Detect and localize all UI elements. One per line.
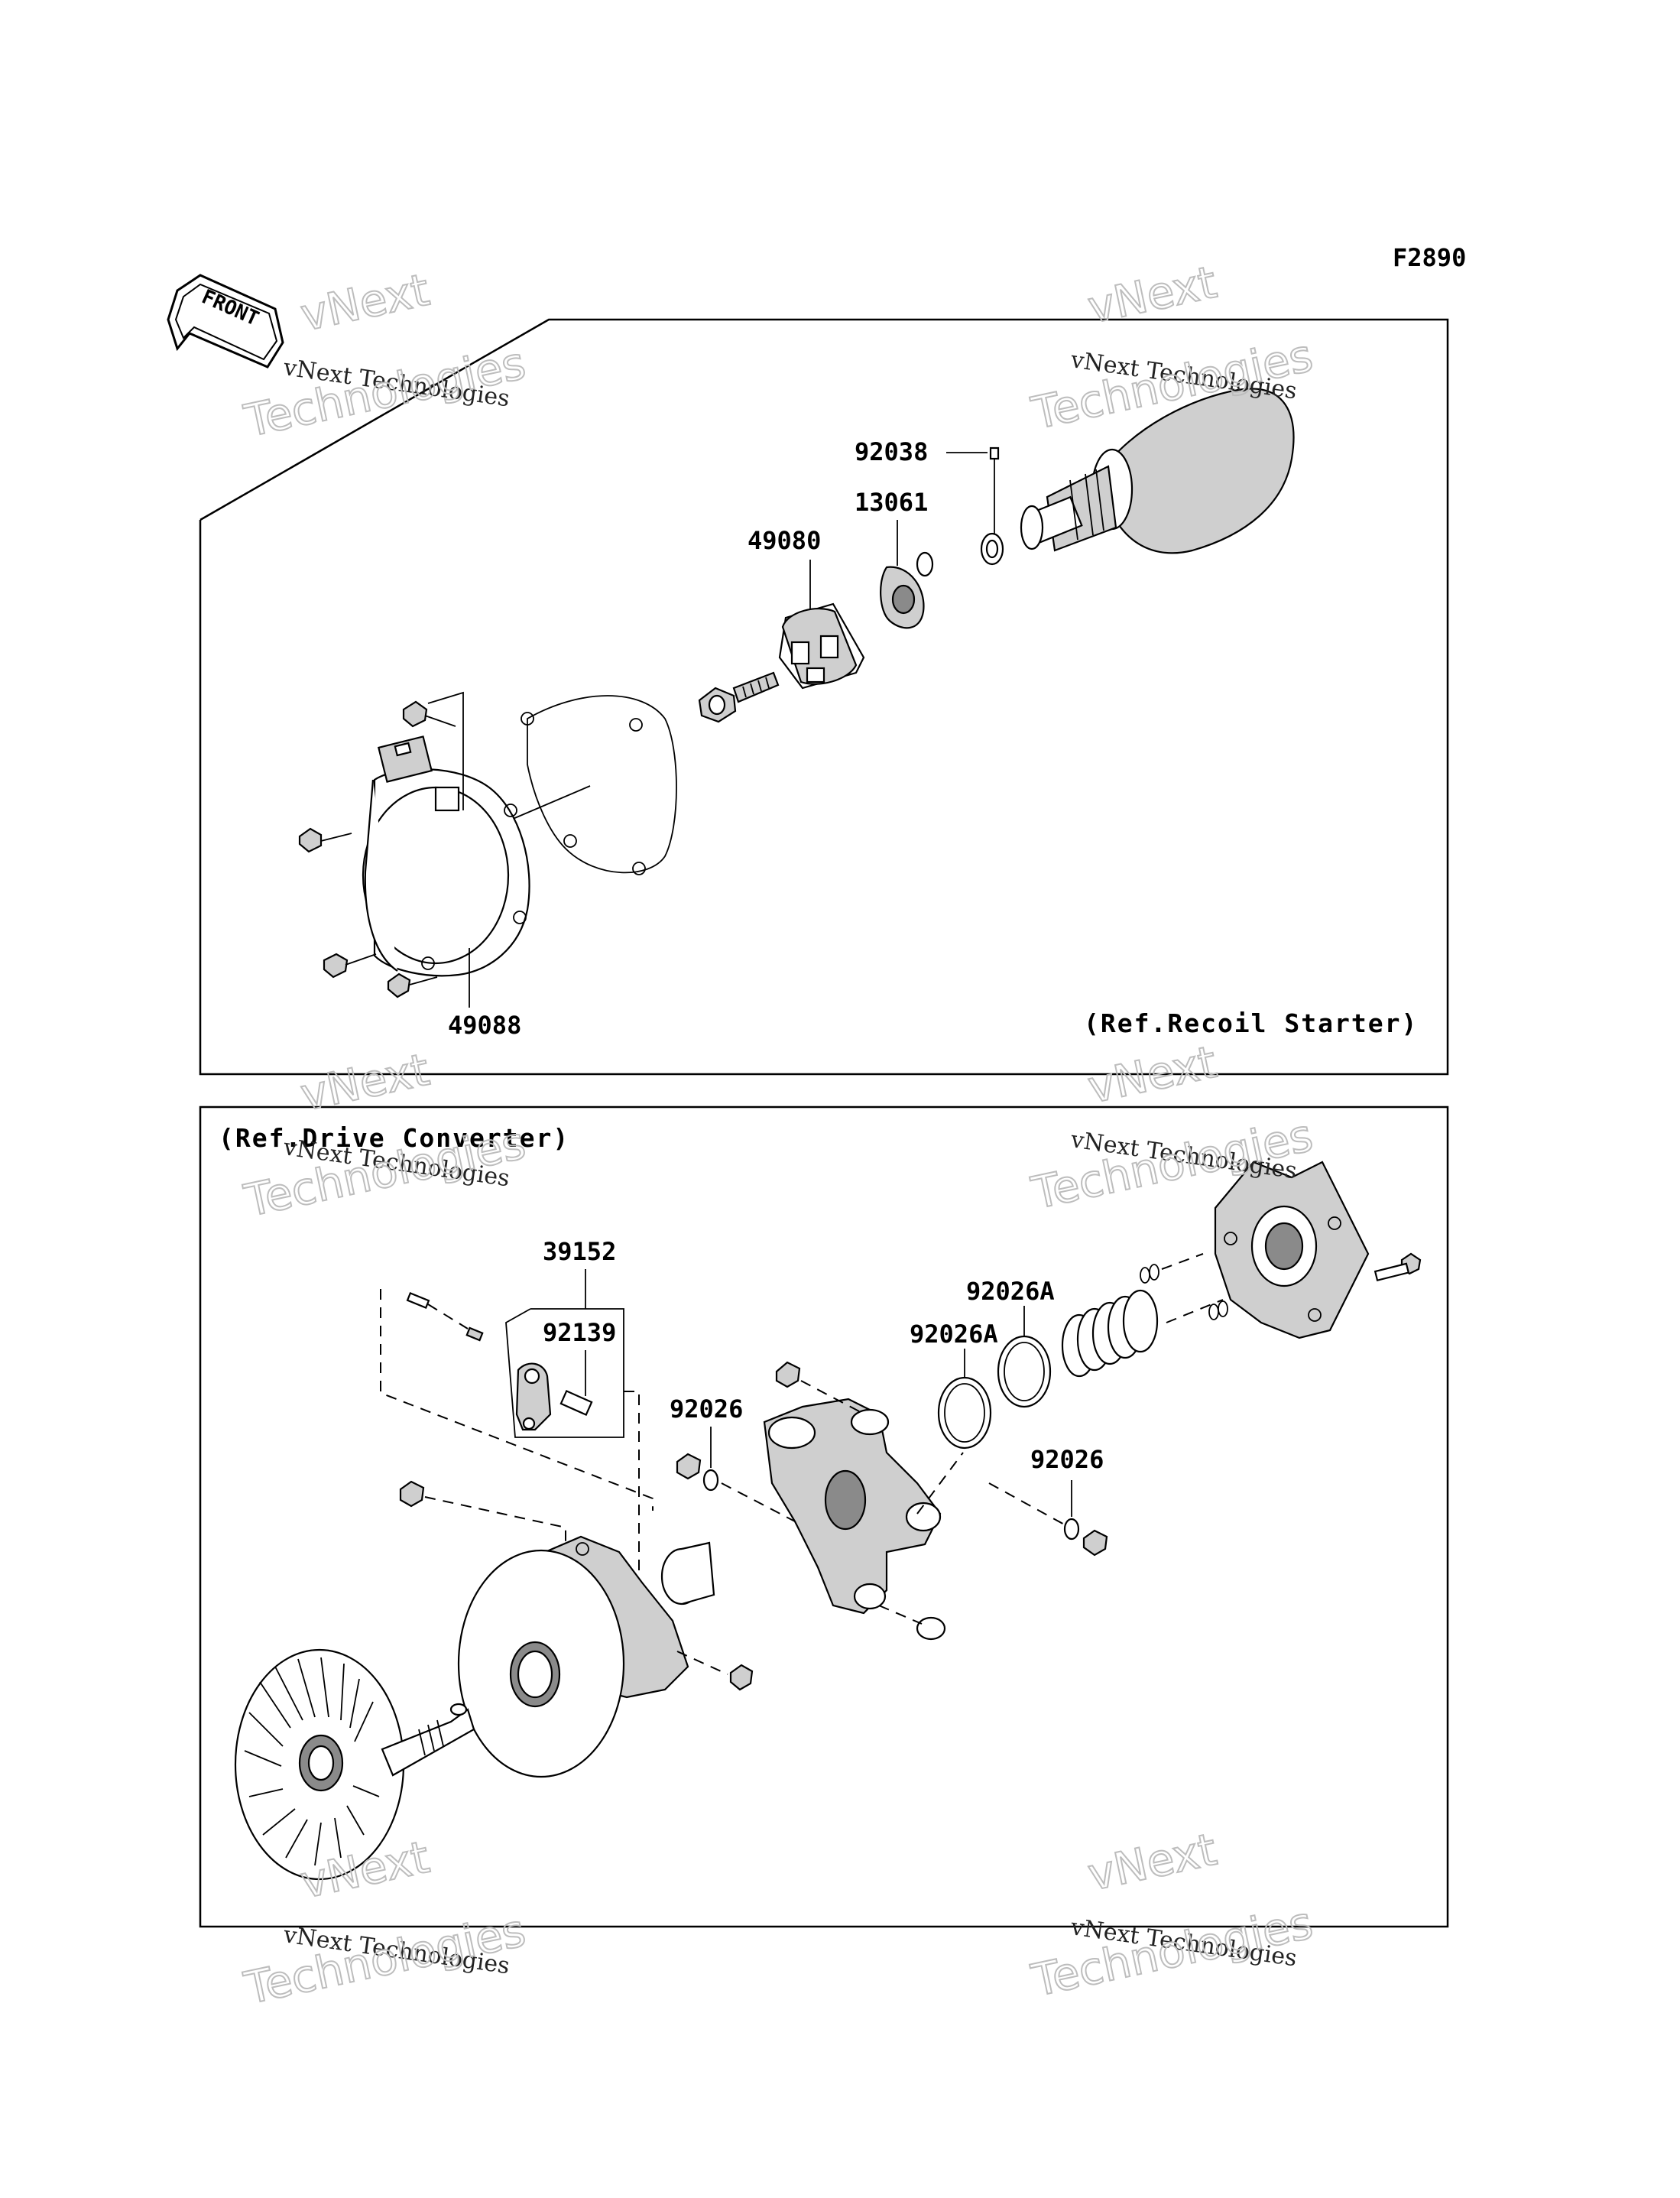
plate-13061-icon — [880, 566, 925, 629]
svg-text:Technologies: Technologies — [1027, 1897, 1318, 2007]
nut-icon — [729, 1664, 754, 1691]
washer-92026-right-icon — [1063, 1518, 1080, 1541]
spider-cover-icon — [1214, 1161, 1370, 1339]
shim-92026a-left-icon — [937, 1376, 992, 1450]
washer-92026-left-icon — [702, 1469, 719, 1492]
pulley-49080-icon — [778, 602, 865, 690]
cap-icon — [916, 1616, 946, 1641]
svg-text:vNext: vNext — [1084, 1036, 1221, 1114]
bolt-icon — [1374, 1252, 1422, 1281]
recoil-starter-49088-icon — [362, 735, 530, 977]
crankshaft-icon — [1020, 388, 1295, 554]
label-92026-left: 92026 — [670, 1394, 743, 1424]
nut-icon — [775, 1361, 801, 1388]
bolt-icon — [402, 700, 456, 728]
svg-text:Technologies: Technologies — [240, 1904, 530, 2015]
washer-icon — [916, 551, 934, 577]
pin-92038-icon — [989, 446, 1000, 460]
figure-code: F2890 — [1393, 243, 1466, 272]
bottom-panel: (Ref.Drive Converter) — [199, 1105, 1449, 1928]
label-92139: 92139 — [543, 1318, 616, 1347]
front-arrow-icon: FRONT — [167, 274, 284, 368]
svg-text:vNext: vNext — [1084, 256, 1221, 334]
top-panel-frame — [199, 318, 1449, 1076]
pin-icon — [406, 1292, 484, 1342]
weight-arm-92139-icon — [515, 1362, 593, 1431]
label-13061: 13061 — [855, 488, 928, 517]
bottom-panel-reference: (Ref.Drive Converter) — [219, 1123, 569, 1153]
svg-text:vNext: vNext — [297, 1044, 434, 1122]
bolt-icon — [298, 827, 352, 853]
fixed-sheave-icon — [234, 1648, 475, 1881]
label-92026-right: 92026 — [1030, 1445, 1104, 1474]
bolt-nut-icon — [698, 671, 780, 723]
bolt-icon — [387, 972, 438, 998]
label-39152: 39152 — [543, 1237, 616, 1266]
bushing-icon — [660, 1541, 715, 1605]
gasket-icon — [527, 695, 677, 874]
nut-icon — [399, 1480, 425, 1508]
top-panel-reference: (Ref.Recoil Starter) — [1084, 1008, 1418, 1038]
svg-text:vNext: vNext — [1084, 1823, 1221, 1901]
nut-icon — [676, 1453, 702, 1480]
movable-sheave-icon — [457, 1535, 689, 1778]
bolt-icon — [323, 953, 377, 979]
nut-icon — [1082, 1529, 1108, 1557]
top-panel: 92038 13061 49080 — [199, 318, 1449, 1076]
weight-group-frame — [505, 1308, 624, 1438]
label-49088: 49088 — [448, 1011, 521, 1040]
label-92026a-left: 92026A — [910, 1320, 998, 1349]
bottom-panel-frame — [199, 1105, 1449, 1928]
label-92038: 92038 — [855, 437, 928, 466]
svg-text:vNext: vNext — [297, 264, 434, 342]
roller-arm-assembly-icon — [763, 1398, 942, 1615]
shim-92026a-right-icon — [997, 1335, 1052, 1408]
label-49080: 49080 — [748, 526, 821, 555]
label-92026a-right: 92026A — [966, 1277, 1055, 1306]
spring-icon — [1061, 1289, 1159, 1378]
svg-text:Technologies: Technologies — [240, 337, 530, 447]
